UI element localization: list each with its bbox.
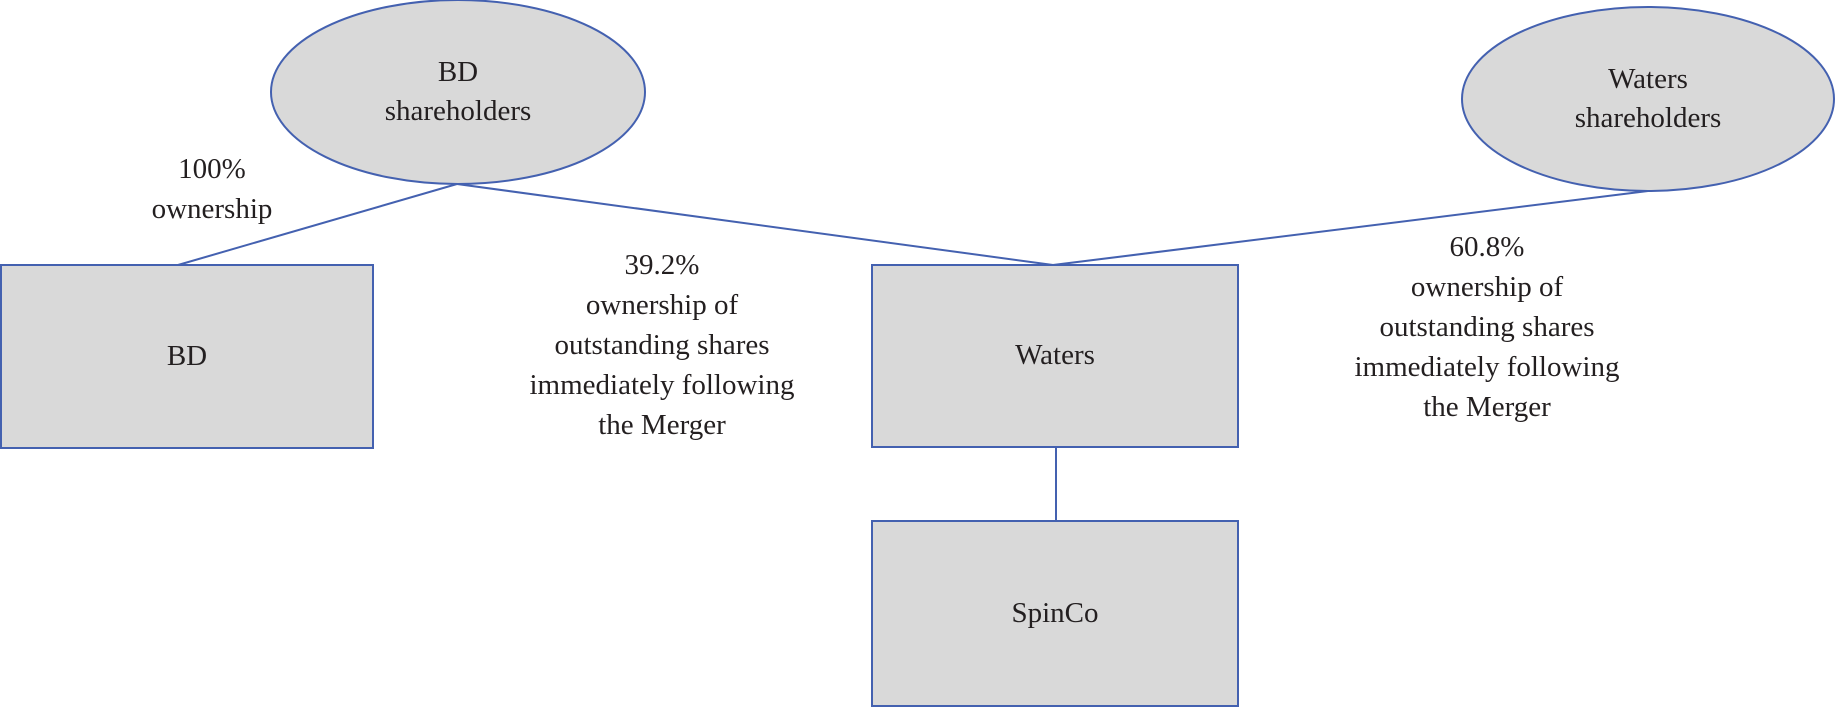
waters-sh-line-1: 60.8% — [1450, 231, 1525, 263]
waters-shareholders-line-2: shareholders — [1575, 102, 1722, 134]
waters-sh-line-4: immediately following — [1355, 351, 1620, 383]
bd-sh-line-5: the Merger — [598, 409, 726, 441]
waters-label: Waters — [1015, 339, 1095, 371]
bd-sh-line-2: ownership of — [586, 289, 739, 321]
node-waters-shareholders: Waters shareholders — [1461, 6, 1835, 192]
edge-bd-shareholders-to-waters — [456, 183, 1054, 266]
bd-sh-line-3: outstanding shares — [554, 329, 769, 361]
bd-sh-line-4: immediately following — [530, 369, 795, 401]
edge-waters-shareholders-to-waters — [1052, 190, 1649, 266]
waters-sh-line-5: the Merger — [1423, 391, 1551, 423]
label-bd-shareholders-ownership: 39.2% ownership of outstanding shares im… — [530, 249, 795, 441]
bd-ownership-line-2: ownership — [152, 193, 273, 225]
bd-label: BD — [167, 340, 207, 372]
waters-shareholders-line-1: Waters — [1608, 63, 1688, 95]
bd-shareholders-line-2: shareholders — [385, 95, 532, 127]
spinco-label: SpinCo — [1011, 597, 1098, 629]
node-bd-shareholders: BD shareholders — [270, 0, 646, 185]
waters-sh-line-3: outstanding shares — [1379, 311, 1594, 343]
node-spinco: SpinCo — [871, 520, 1239, 707]
node-bd: BD — [0, 264, 374, 449]
bd-sh-line-1: 39.2% — [625, 249, 700, 281]
waters-sh-line-2: ownership of — [1411, 271, 1564, 303]
label-waters-shareholders-ownership: 60.8% ownership of outstanding shares im… — [1355, 231, 1620, 423]
bd-ownership-line-1: 100% — [178, 153, 246, 185]
label-bd-ownership: 100% ownership — [152, 153, 273, 225]
node-waters: Waters — [871, 264, 1239, 448]
bd-shareholders-line-1: BD — [438, 56, 478, 88]
edge-bd-shareholders-to-bd — [177, 183, 458, 266]
